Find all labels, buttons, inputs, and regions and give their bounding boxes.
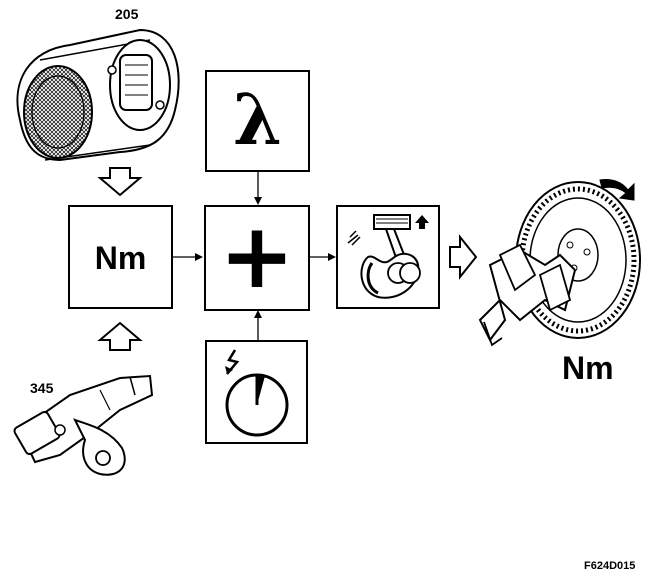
air-flow-meter-illustration	[16, 28, 180, 162]
arrow-right-output	[449, 234, 478, 280]
crankshaft-flywheel-illustration	[478, 179, 641, 347]
lambda-box: λ	[205, 70, 310, 172]
combustion-box	[336, 205, 440, 309]
sensor-bottom-number: 345	[30, 380, 54, 396]
crankshaft-position-sensor-illustration	[13, 374, 154, 476]
torque-box: Nm	[68, 205, 173, 309]
figure-code: F624D015	[584, 560, 635, 572]
output-torque-label: Nm	[562, 350, 614, 386]
sum-box: +	[204, 205, 310, 311]
ignition-timing-dial-icon	[225, 349, 289, 437]
timing-box	[205, 340, 308, 444]
arrow-up-sensor	[97, 321, 143, 351]
torque-box-label: Nm	[94, 240, 147, 276]
sensor-top-number: 205	[115, 6, 139, 22]
piston-combustion-icon	[347, 214, 429, 299]
arrow-down-air	[97, 167, 143, 197]
lambda-symbol: λ	[232, 78, 283, 161]
plus-symbol: +	[219, 204, 295, 309]
